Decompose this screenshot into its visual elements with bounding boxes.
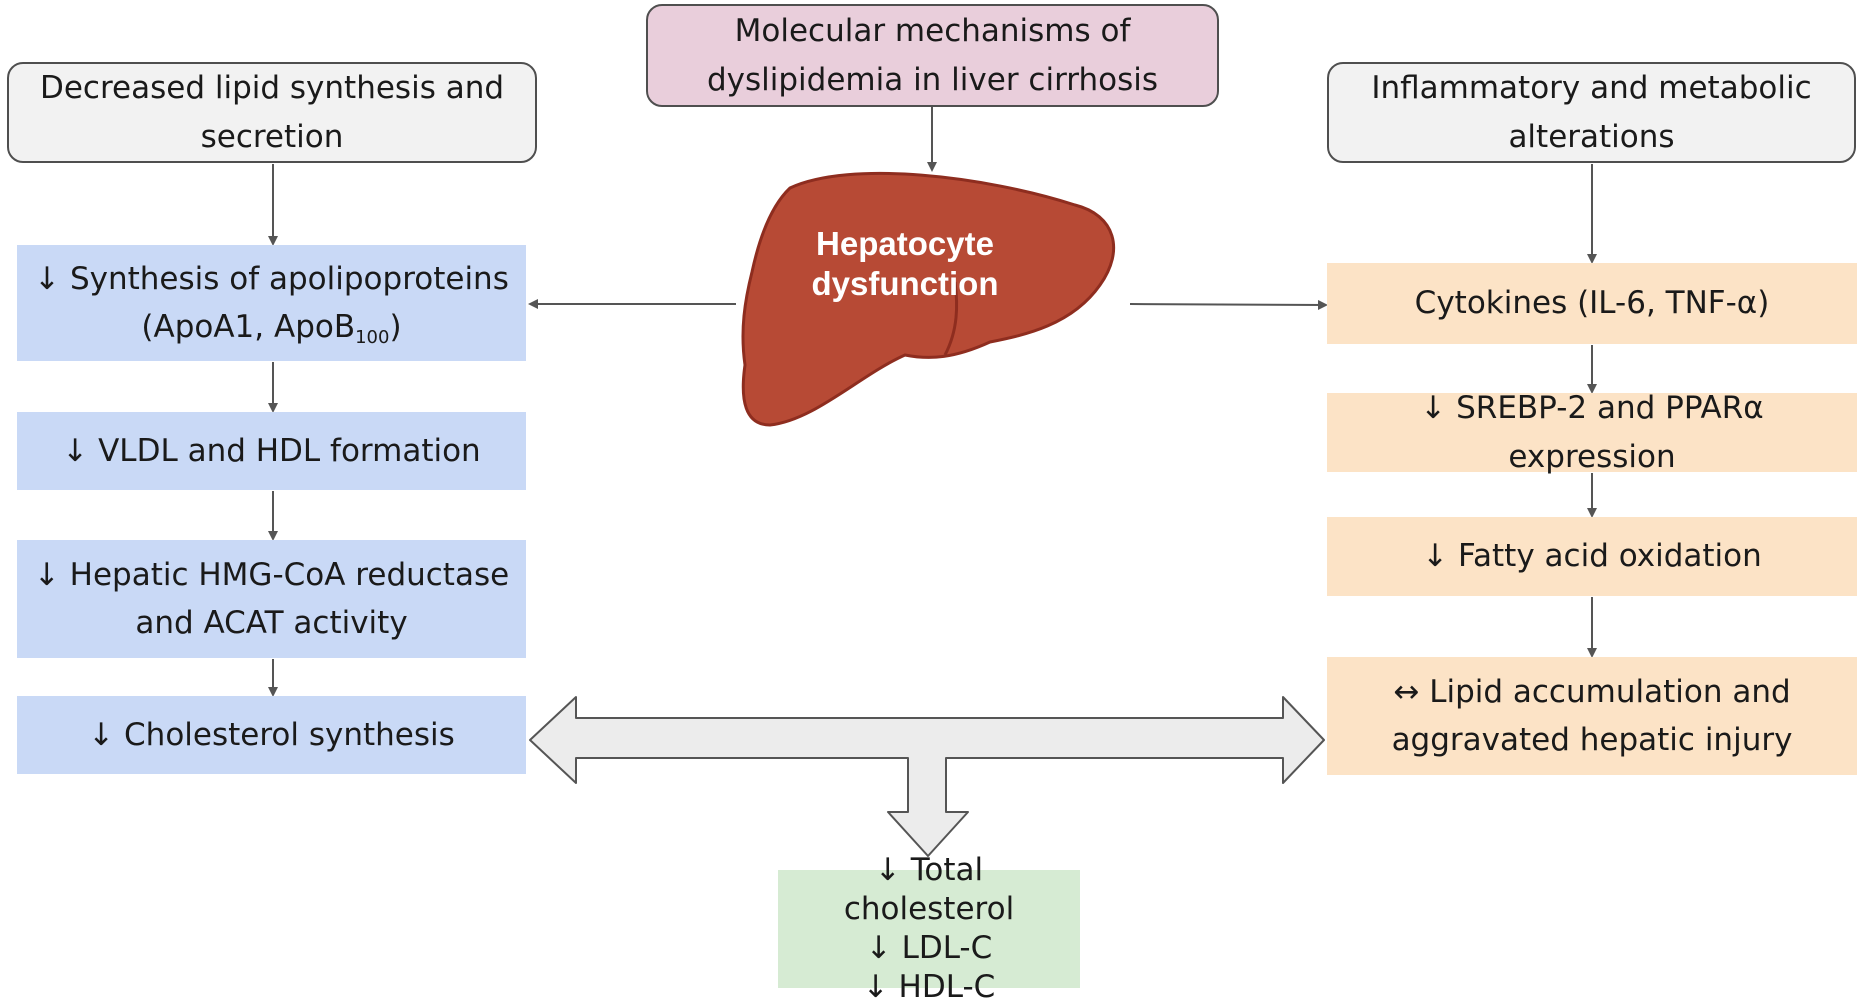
subscript-100: 100 [355, 326, 390, 348]
left-step-vldl-hdl: ↓ VLDL and HDL formation [17, 412, 526, 490]
left-step-4-text: ↓ Cholesterol synthesis [88, 716, 455, 753]
liver-icon [741, 171, 1116, 427]
outcome-total-cholesterol: ↓ Total cholesterol [843, 851, 1015, 927]
right-step-cytokines: Cytokines (IL-6, TNF-α) [1327, 263, 1857, 344]
left-step-hmgcoa: ↓ Hepatic HMG-CoA reductase and ACAT act… [17, 540, 526, 658]
left-step-apolipoproteins: ↓ Synthesis of apolipoproteins (ApoA1, A… [17, 245, 526, 361]
outcome-box: ↓ Total cholesterol ↓ LDL-C ↓ HDL-C [778, 852, 1080, 1005]
left-step-1-line2: (ApoA1, ApoB100) [141, 308, 402, 348]
outcome-ldl-c: ↓ LDL-C [865, 930, 993, 966]
right-step-srebp: ↓ SREBP-2 and PPARα expression [1327, 390, 1857, 475]
right-step-lipid-accumulation: ↔ Lipid accumulation and aggravated hepa… [1327, 657, 1857, 775]
outcome-hdl-c: ↓ HDL-C [862, 969, 996, 1006]
left-step-2-text: ↓ VLDL and HDL formation [62, 432, 481, 469]
left-step-cholesterol: ↓ Cholesterol synthesis [17, 696, 526, 774]
right-step-2-text: ↓ SREBP-2 and PPARα expression [1420, 390, 1764, 475]
right-heading-text: Inflammatory and metabolic alterations [1371, 70, 1812, 155]
left-heading-box: Decreased lipid synthesis and secretion [7, 62, 537, 163]
liver-lobe-line [943, 281, 959, 356]
right-step-fatty-acid: ↓ Fatty acid oxidation [1327, 517, 1857, 596]
right-heading-box: Inflammatory and metabolic alterations [1327, 62, 1856, 163]
left-heading-text: Decreased lipid synthesis and secretion [39, 70, 505, 155]
right-step-1-text: Cytokines (IL-6, TNF-α) [1414, 285, 1770, 322]
right-step-4-text: ↔ Lipid accumulation and aggravated hepa… [1391, 673, 1793, 758]
title-box: Molecular mechanisms of dyslipidemia in … [646, 4, 1219, 107]
left-step-1-line1: ↓ Synthesis of apolipoproteins [34, 260, 509, 297]
arrow-liver-to-right [1129, 299, 1328, 310]
block-arrow [529, 696, 1325, 857]
left-step-3-text: ↓ Hepatic HMG-CoA reductase and ACAT act… [33, 556, 510, 641]
liver-label: Hepatocyte dysfunction [811, 225, 999, 303]
title-text: Molecular mechanisms of dyslipidemia in … [706, 13, 1159, 98]
right-step-3-text: ↓ Fatty acid oxidation [1422, 538, 1762, 575]
